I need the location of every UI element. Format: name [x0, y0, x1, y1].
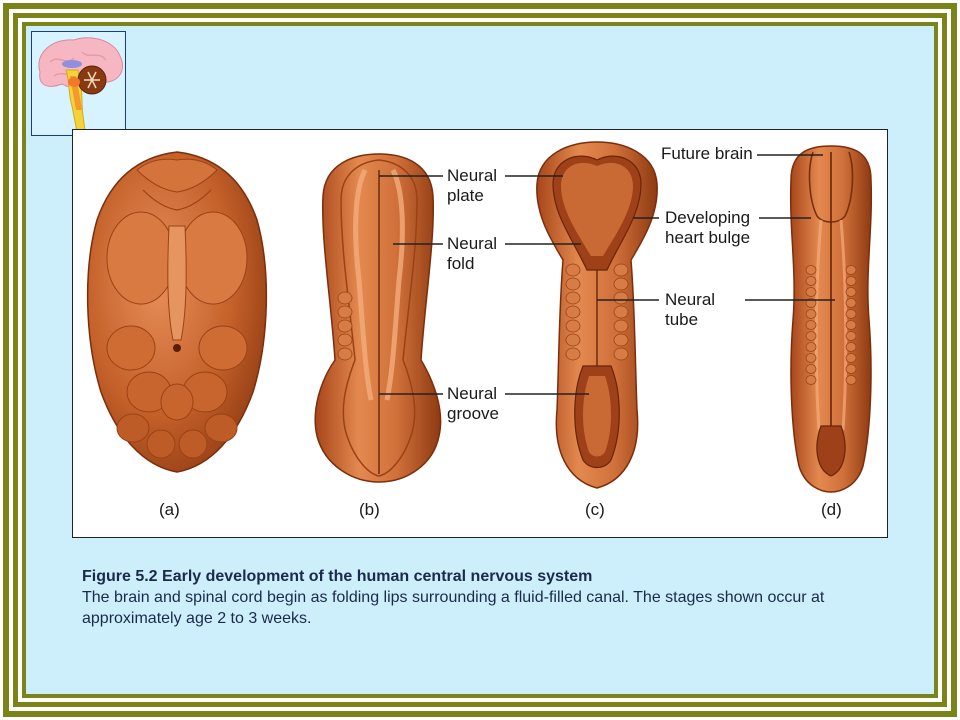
caption-body: The brain and spinal cord begin as foldi… [82, 589, 825, 627]
embryo-stages-illustration [86, 141, 873, 493]
brain-illustration [38, 37, 124, 135]
stage-label-a: (a) [159, 500, 180, 519]
leader-lines [379, 154, 835, 395]
label-future-brain: Future brain [661, 144, 753, 163]
slide-frame-middle [13, 13, 947, 707]
label-neural-tube: Neural tube [665, 290, 716, 329]
embryo-stage-d [789, 145, 873, 493]
stage-label-d: (d) [821, 500, 842, 519]
embryo-stage-b [314, 153, 442, 483]
label-developing-heart-bulge: Developing heart bulge [665, 208, 751, 247]
embryo-stage-a [86, 151, 268, 473]
caption-title: Figure 5.2 Early development of the huma… [82, 568, 593, 585]
figure-caption: Figure 5.2 Early development of the huma… [82, 566, 902, 629]
embryo-stage-c [536, 141, 658, 489]
slide-frame-outer [3, 3, 957, 717]
label-neural-fold: Neural fold [447, 234, 498, 273]
label-neural-plate: Neural plate [447, 166, 498, 205]
label-neural-groove: Neural groove [447, 384, 499, 423]
stage-label-b: (b) [359, 500, 380, 519]
stage-label-c: (c) [585, 500, 605, 519]
neural-development-figure: Neural plate Neural fold Neural groove F… [72, 129, 888, 538]
brain-thumbnail-image [31, 31, 126, 136]
